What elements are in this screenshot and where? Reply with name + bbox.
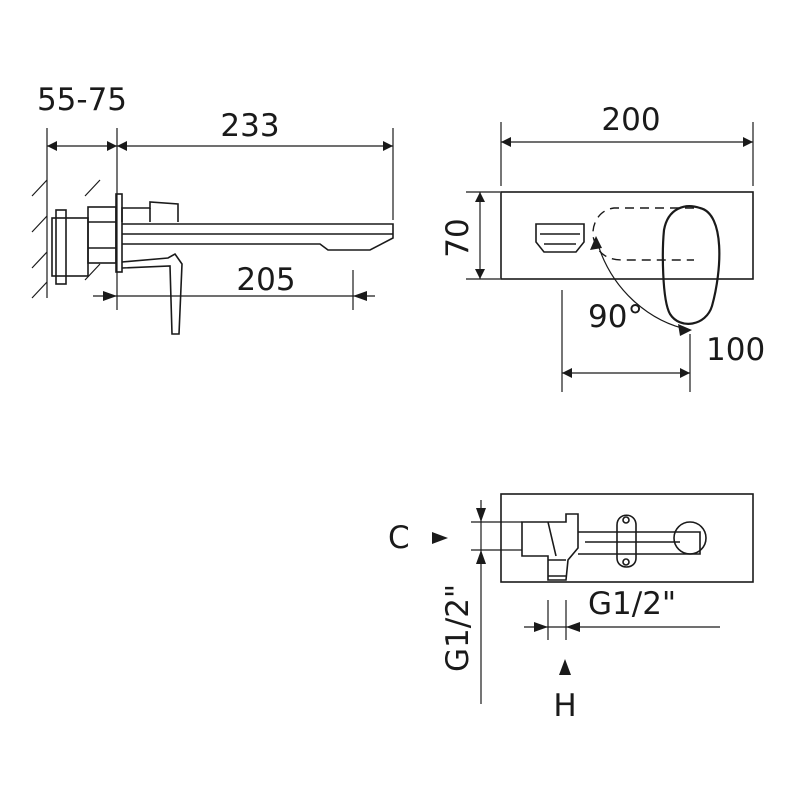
rear-cover-plate <box>500 493 754 583</box>
spout-reach-arrow-right <box>353 291 367 301</box>
handle-rotated-position <box>592 207 694 261</box>
inlet-horizontal-thread-label: G1/2" <box>588 586 676 622</box>
c-arrow-bottom <box>476 550 486 564</box>
h-arrow-right <box>566 622 580 632</box>
wall-depth-label: 55-75 <box>37 82 127 118</box>
spout-outlet <box>535 223 585 253</box>
rotation-arrow-start <box>590 236 602 250</box>
overall-length-label: 233 <box>220 108 279 144</box>
c-pointer-arrow <box>432 532 448 544</box>
valve-dome <box>673 521 707 555</box>
horizontal-body <box>578 531 701 555</box>
spout <box>122 223 394 251</box>
plate-width-label: 200 <box>601 102 660 138</box>
h-pointer-arrow <box>559 659 571 675</box>
concealed-body <box>51 217 89 277</box>
rear-view: C G1/2" G1/2" H <box>388 493 754 724</box>
concealed-body-flange <box>55 209 67 285</box>
rotation-angle-label: 90° <box>588 299 643 335</box>
inlet-vertical-thread-label: G1/2" <box>440 584 476 672</box>
mounting-hole-top <box>622 516 630 524</box>
inlet-block <box>521 513 579 581</box>
valve-cartridge <box>87 206 117 264</box>
lever <box>121 252 183 335</box>
wall-hatch <box>31 179 101 299</box>
plate-height-label: 70 <box>440 218 476 257</box>
rotation-arrow-end <box>678 324 692 336</box>
side-view: 55-75 233 205 <box>31 82 394 335</box>
h-label: H <box>553 688 576 724</box>
top-view: 200 70 90° 100 <box>440 102 765 392</box>
handle-lever <box>661 205 721 325</box>
spout-reach-arrow-left <box>103 291 117 301</box>
h-arrow-left <box>534 622 548 632</box>
mounting-hole-bottom <box>622 558 630 566</box>
rotation-arc <box>595 237 691 331</box>
c-arrow-top <box>476 508 486 522</box>
handle-clearance-label: 100 <box>706 332 765 368</box>
cover-plate <box>500 191 754 280</box>
handle-body <box>121 201 179 222</box>
wall-plate <box>115 193 123 273</box>
c-label: C <box>388 520 410 556</box>
mounting-lug <box>616 514 637 568</box>
spout-reach-label: 205 <box>236 262 295 298</box>
